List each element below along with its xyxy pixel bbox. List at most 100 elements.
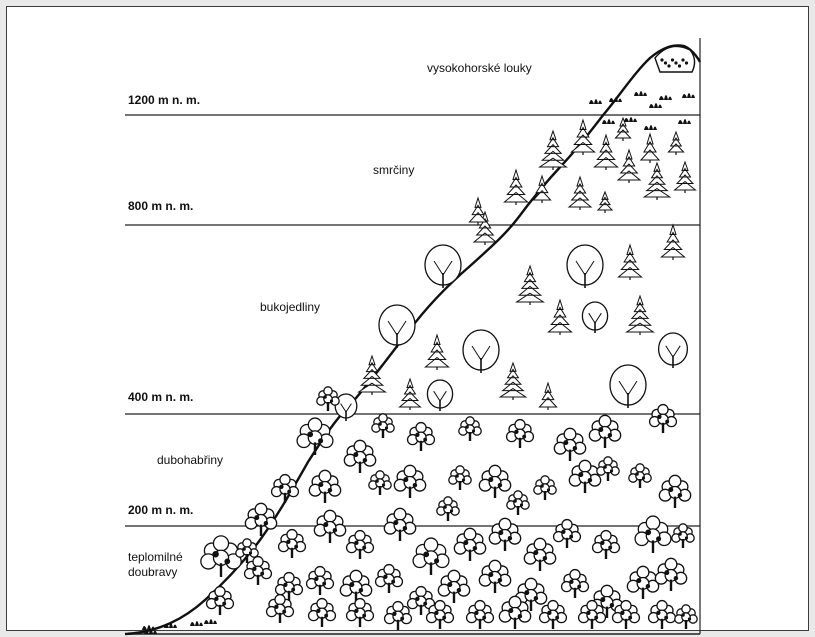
oak-tree-icon	[243, 555, 273, 585]
conifer-tree-icon	[639, 132, 661, 163]
oak-tree-icon	[465, 599, 495, 629]
oak-tree-icon	[654, 557, 688, 591]
conifer-tree-icon	[538, 381, 558, 410]
oak-tree-icon	[436, 496, 460, 521]
oak-tree-icon	[591, 529, 621, 559]
oak-tree-icon	[505, 418, 535, 448]
conifer-tree-icon	[567, 175, 593, 210]
oak-tree-icon	[506, 490, 530, 515]
oak-tree-icon	[671, 523, 695, 548]
oak-tree-icon	[437, 569, 471, 603]
beech-tree-icon	[378, 304, 416, 348]
oak-tree-icon	[588, 414, 622, 448]
conifer-tree-icon	[642, 161, 672, 200]
shrubs-layer	[142, 45, 696, 634]
oak-tree-icon	[523, 537, 557, 571]
oak-tree-icon	[626, 565, 660, 599]
conifer-tree-icon	[673, 160, 697, 193]
shrub-icon	[682, 93, 695, 98]
zone-label-warm-oak-1: teplomilné	[128, 550, 183, 564]
shrub-icon	[678, 119, 691, 124]
shrub-icon	[589, 99, 602, 104]
oak-tree-icon	[478, 464, 512, 498]
conifer-tree-icon	[593, 133, 619, 170]
oak-tree-icon	[514, 577, 548, 611]
conifer-tree-icon	[624, 294, 656, 335]
oak-tree-icon	[235, 538, 259, 563]
oak-tree-icon	[393, 464, 427, 498]
oak-tree-icon	[383, 600, 413, 630]
zone-label-oak-hornbeam: dubohabřiny	[157, 453, 224, 467]
conifer-tree-icon	[616, 148, 642, 183]
beech-tree-icon	[657, 332, 689, 368]
oak-tree-icon	[553, 427, 587, 461]
shrub-icon	[142, 625, 155, 630]
zone-label-meadows: vysokohorské louky	[427, 61, 532, 75]
oak-tree-icon	[305, 565, 335, 595]
zone-label-beech-fir: bukojedliny	[260, 300, 321, 314]
shrub-icon	[204, 619, 217, 624]
oak-tree-icon	[453, 527, 487, 561]
conifer-tree-icon	[570, 118, 596, 155]
shrub-icon	[644, 125, 657, 130]
oak-tree-icon	[560, 568, 590, 598]
oak-tree-icon	[568, 459, 602, 493]
zone-label-spruce: smrčiny	[373, 163, 415, 177]
shrub-icon	[164, 623, 177, 628]
oak-tree-icon	[533, 475, 557, 500]
altitude-label-400: 400 m n. m.	[128, 390, 194, 404]
oak-tree-icon	[270, 473, 300, 503]
conifer-tree-icon	[532, 174, 552, 203]
oak-tree-icon	[596, 456, 620, 481]
shrub-icon	[602, 119, 615, 124]
beech-tree-icon	[609, 364, 647, 408]
shrub-icon	[144, 629, 157, 634]
altitude-label-200: 200 m n. m.	[128, 503, 194, 517]
conifer-tree-icon	[514, 264, 546, 305]
shrub-icon	[649, 103, 662, 108]
oak-tree-icon	[577, 599, 607, 629]
oak-tree-icon	[425, 599, 455, 629]
oak-tree-icon	[345, 597, 375, 627]
oak-tree-icon	[552, 518, 582, 548]
oak-tree-icon	[200, 535, 242, 577]
conifer-tree-icon	[596, 190, 614, 213]
oak-tree-icon	[498, 595, 532, 629]
beech-tree-icon	[424, 244, 462, 288]
conifer-tree-icon	[424, 333, 450, 370]
oak-tree-icon	[383, 507, 417, 541]
altitude-label-1200: 1200 m n. m.	[128, 93, 201, 107]
oak-tree-icon	[538, 599, 568, 629]
oak-tree-icon	[371, 413, 395, 438]
conifer-tree-icon	[614, 116, 632, 141]
beech-tree-icon	[426, 379, 454, 411]
conifer-tree-icon	[468, 196, 488, 225]
conifer-tree-icon	[498, 361, 528, 400]
conifer-tree-icon	[503, 168, 529, 205]
oak-tree-icon	[277, 528, 307, 558]
oak-tree-icon	[648, 403, 678, 433]
oak-tree-icon	[478, 559, 512, 593]
conifer-tree-icon	[547, 298, 573, 335]
conifer-tree-icon	[537, 129, 569, 170]
oak-tree-icon	[458, 416, 482, 441]
zone-label-warm-oak-2: doubravy	[128, 565, 178, 579]
shrub-icon	[624, 117, 637, 122]
oak-tree-icon	[244, 502, 278, 536]
conifer-tree-icon	[617, 243, 643, 280]
oak-tree-icon	[634, 515, 672, 553]
oak-tree-icon	[674, 604, 698, 629]
altitude-label-800: 800 m n. m.	[128, 199, 194, 213]
oak-tree-icon	[647, 599, 677, 629]
oak-tree-icon	[313, 509, 347, 543]
shrub-icon	[609, 97, 622, 102]
oak-tree-icon	[307, 597, 337, 627]
oak-tree-icon	[628, 463, 652, 488]
shrub-icon	[190, 621, 203, 626]
shrub-icon	[634, 91, 647, 96]
oak-tree-icon	[448, 465, 472, 490]
oak-tree-icon	[308, 469, 342, 503]
oak-tree-icon	[296, 417, 334, 455]
